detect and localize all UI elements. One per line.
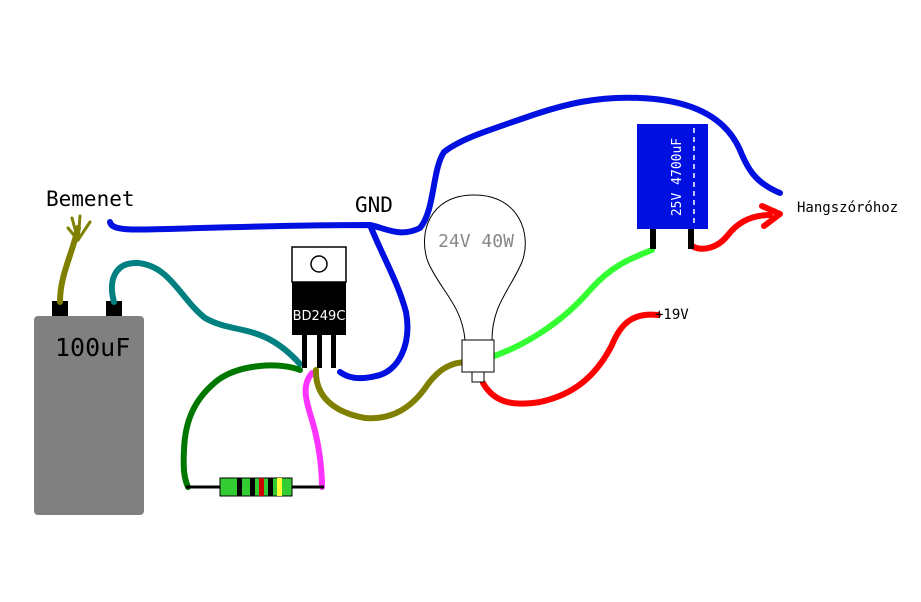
bulb-label: 24V 40W xyxy=(438,231,514,252)
input-capacitor-label: 100uF xyxy=(55,333,130,362)
resistor-band xyxy=(259,478,264,496)
bulb-contact xyxy=(471,371,485,383)
output-capacitor-pin-left xyxy=(650,229,656,249)
ground-wire-emitter xyxy=(337,222,411,382)
transistor-pin-base xyxy=(302,335,307,368)
olive-wire xyxy=(312,359,471,422)
transistor-label: BD249C xyxy=(293,309,346,324)
input-lead-strand xyxy=(66,226,80,242)
input-lead-strand xyxy=(76,220,92,242)
resistor xyxy=(186,477,324,497)
ground-label: GND xyxy=(355,193,393,217)
resistor-band xyxy=(250,478,255,496)
resistor-band xyxy=(277,478,282,496)
lime-wire xyxy=(485,247,655,361)
bulb: 24V 40W xyxy=(424,194,526,383)
transistor-pin-emitter xyxy=(331,335,336,368)
transistor-mounting-hole xyxy=(310,255,328,273)
ground-wire xyxy=(107,94,783,236)
input-lead-strand xyxy=(76,214,82,242)
resistor-band xyxy=(268,478,273,496)
supply-label: +19V xyxy=(655,307,689,323)
supply-wire xyxy=(480,311,661,407)
transistor: BD249C xyxy=(291,246,347,368)
input-label: Bemenet xyxy=(46,187,135,211)
dark-green-wire xyxy=(180,362,303,490)
transistor-body xyxy=(292,282,346,335)
output-capacitor: 25V 4700uF xyxy=(637,124,708,249)
transistor-pin-collector xyxy=(317,335,322,368)
input-capacitor: 100uF xyxy=(34,301,144,515)
bulb-socket xyxy=(461,339,495,373)
speaker-arrow-icon xyxy=(759,203,783,229)
input-capacitor-body xyxy=(34,316,144,515)
output-capacitor-body xyxy=(637,124,708,229)
teal-wire xyxy=(108,259,303,367)
output-capacitor-label: 25V 4700uF xyxy=(670,138,685,216)
input-capacitor-terminal-left xyxy=(52,301,68,316)
speaker-label: Hangszóróhoz xyxy=(797,200,898,216)
resistor-band xyxy=(237,478,242,496)
magenta-wire xyxy=(302,370,325,490)
bulb-glass xyxy=(424,194,526,341)
speaker-wire xyxy=(689,212,773,252)
input-capacitor-terminal-right xyxy=(106,301,122,316)
input-lead xyxy=(57,214,92,305)
output-capacitor-pin-right xyxy=(688,229,694,249)
